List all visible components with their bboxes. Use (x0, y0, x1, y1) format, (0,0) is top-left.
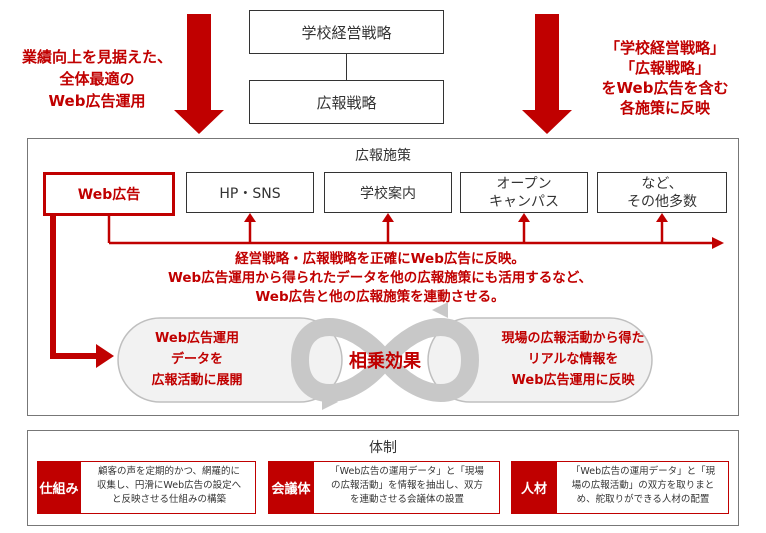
synergy-loop (117, 302, 653, 410)
measures-description-line: Web広告運用から得られたデータを他の広報施策にも活用するなど、 (167, 270, 593, 286)
loop-left-line: 広報活動に展開 (151, 373, 243, 388)
org-desc-line: を連動させる会議体の設置 (349, 494, 464, 505)
measure-open-campus-label: オープン キャンパス (489, 175, 559, 210)
web-ad-to-loop-arrow (50, 216, 98, 359)
up-arrowhead-guide (382, 213, 394, 222)
org-tag-mechanism: 仕組み (37, 461, 81, 514)
loop-right-text: 現場の広報活動から得た リアルな情報を Web広告運用に反映 (488, 328, 658, 391)
org-desc-line: 顧客の声を定期的かつ、網羅的に (97, 466, 241, 477)
pr-measures-title: 広報施策 (355, 148, 411, 164)
org-desc-line: 収集し、円滑にWeb広告の設定へ (96, 480, 242, 491)
right-down-arrow (522, 14, 572, 134)
org-desc-line: 「Web広告の運用データ」と「現場 (330, 466, 484, 477)
loop-arrowhead-left (322, 392, 338, 410)
loop-left-line: Web広告運用 (155, 331, 239, 346)
measure-open-campus: オープン キャンパス (460, 172, 588, 213)
measure-web-ad: Web広告 (43, 172, 175, 216)
measures-description: 経営戦略・広報戦略を正確にWeb広告に反映。 Web広告運用から得られたデータを… (120, 250, 640, 307)
loop-right-pill (427, 317, 653, 403)
left-note: 業績向上を見据えた、 全体最適の Web広告運用 (4, 46, 190, 112)
loop-infinity-shape (290, 318, 480, 402)
org-desc-line: 場の広報活動」の双方を取りまと (571, 480, 715, 491)
measure-web-ad-label: Web広告 (77, 187, 141, 203)
org-tag-personnel: 人材 (511, 461, 557, 514)
left-note-line: Web広告運用 (48, 92, 146, 110)
org-desc-line: と反映させる仕組みの構築 (111, 494, 226, 505)
loop-right-line: Web広告運用に反映 (511, 373, 635, 388)
org-desc-meeting: 「Web広告の運用データ」と「現場 の広報活動」を情報を抽出し、双方 を連動させ… (316, 465, 498, 507)
up-arrowhead-others (656, 213, 668, 222)
organization-title: 体制 (369, 440, 397, 456)
loop-arrowhead-right (432, 302, 448, 318)
org-desc-mechanism: 顧客の声を定期的かつ、網羅的に 収集し、円滑にWeb広告の設定へ と反映させる仕… (84, 465, 254, 507)
loop-center-text: 相乗効果 (349, 351, 421, 372)
strategy-connector (346, 54, 347, 80)
org-desc-line: の広報活動」を情報を抽出し、双方 (330, 480, 483, 491)
measure-school-guide-label: 学校案内 (360, 185, 416, 202)
up-arrowhead-opencampus (518, 213, 530, 222)
left-down-arrow (174, 14, 224, 134)
right-note-line: 各施策に反映 (619, 99, 710, 117)
measures-description-line: Web広告と他の広報施策を連動させる。 (255, 289, 505, 305)
left-note-line: 業績向上を見据えた、 (21, 48, 172, 66)
web-ad-to-loop-arrowhead (96, 344, 114, 368)
up-arrowhead-hp (244, 213, 256, 222)
right-note-line: をWeb広告を含む (601, 79, 729, 97)
loop-left-text: Web広告運用 データを 広報活動に展開 (122, 328, 272, 391)
measure-school-guide: 学校案内 (324, 172, 452, 213)
school-management-strategy-box: 学校経営戦略 (249, 10, 444, 54)
right-note: 「学校経営戦略」 「広報戦略」 をWeb広告を含む 各施策に反映 (565, 38, 765, 118)
org-desc-line: め、舵取りができる人材の配置 (576, 494, 710, 505)
measures-description-line: 経営戦略・広報戦略を正確にWeb広告に反映。 (235, 251, 525, 267)
loop-left-line: データを (170, 352, 223, 367)
measure-hp-sns-label: HP・SNS (219, 185, 281, 202)
loop-right-line: 現場の広報活動から得た (501, 331, 645, 346)
pr-strategy-label: 広報戦略 (316, 93, 377, 112)
right-note-line: 「学校経営戦略」 (604, 39, 725, 57)
pr-strategy-box: 広報戦略 (249, 80, 444, 124)
link-line-arrowhead (712, 237, 724, 249)
measure-others-label: など、 その他多数 (627, 175, 697, 210)
measure-hp-sns: HP・SNS (186, 172, 314, 213)
measure-others: など、 その他多数 (597, 172, 727, 213)
org-desc-line: 「Web広告の運用データ」と「現 (570, 466, 716, 477)
right-note-line: 「広報戦略」 (619, 59, 710, 77)
org-desc-personnel: 「Web広告の運用データ」と「現 場の広報活動」の双方を取りまと め、舵取りがで… (559, 465, 727, 507)
loop-right-line: リアルな情報を (527, 352, 619, 367)
org-tag-meeting: 会議体 (268, 461, 314, 514)
left-note-line: 全体最適の (59, 70, 135, 88)
school-management-strategy-label: 学校経営戦略 (301, 23, 392, 42)
